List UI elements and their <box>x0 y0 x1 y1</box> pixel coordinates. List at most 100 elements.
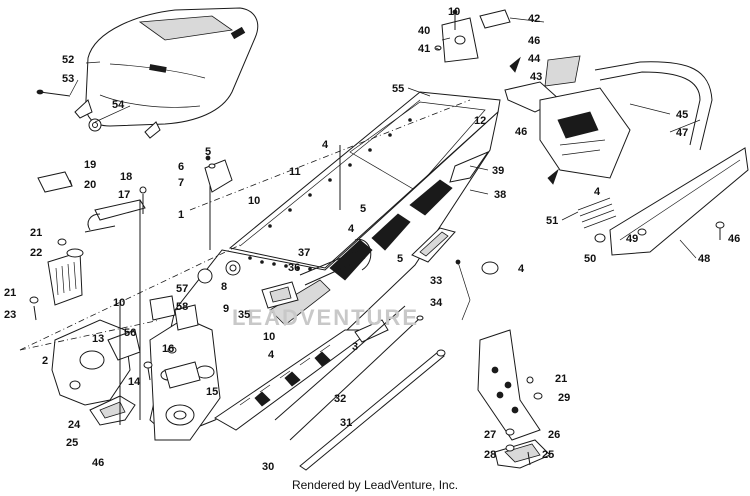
callout-42: 42 <box>528 13 540 25</box>
callout-19: 19 <box>84 159 96 171</box>
grommet-8-9 <box>197 260 241 284</box>
bracket-40 <box>441 17 479 63</box>
callout-46d: 46 <box>92 457 104 469</box>
callout-18: 18 <box>120 171 132 183</box>
callout-11: 11 <box>289 166 301 178</box>
callout-48: 48 <box>698 253 710 265</box>
callout-5c: 5 <box>397 253 403 265</box>
callout-10d: 10 <box>448 6 460 18</box>
callout-45: 45 <box>676 109 688 121</box>
front-left-bracket <box>51 319 131 406</box>
callout-7: 7 <box>178 177 184 189</box>
plate-33 <box>411 227 456 263</box>
callout-26: 26 <box>548 429 560 441</box>
clip-19 <box>37 171 73 193</box>
callout-10c: 10 <box>263 331 275 343</box>
bolt-10-top <box>434 9 458 51</box>
callout-21c: 21 <box>555 373 567 385</box>
callout-33: 33 <box>430 275 442 287</box>
bracket-7 <box>204 155 233 193</box>
seat-assembly <box>74 7 259 139</box>
leader-lines <box>19 99 471 425</box>
callout-10b: 10 <box>113 297 125 309</box>
callout-36: 36 <box>288 262 300 274</box>
callout-4a: 4 <box>322 139 329 151</box>
callout-41: 41 <box>418 43 430 55</box>
hardware-14-16 <box>143 346 177 381</box>
rear-flags <box>509 56 559 185</box>
callout-57: 57 <box>176 283 188 295</box>
rear-bumper-45 <box>539 61 713 179</box>
callout-56: 56 <box>124 327 136 339</box>
callout-55: 55 <box>392 83 404 95</box>
small-hardware-left <box>29 179 147 321</box>
pulley-ring-22 <box>66 248 84 258</box>
bracket-15 <box>164 361 201 389</box>
callout-1: 1 <box>178 209 184 221</box>
callout-28: 28 <box>484 449 496 461</box>
foot-plate-26 <box>494 439 551 469</box>
callout-4c: 4 <box>594 186 601 198</box>
callout-44: 44 <box>528 53 541 65</box>
callout-20: 20 <box>84 179 96 191</box>
plate-42 <box>479 9 511 29</box>
callout-21b: 21 <box>4 287 16 299</box>
callout-21a: 21 <box>30 227 42 239</box>
watermark-text: LEADVENTURE <box>232 305 419 330</box>
callout-25b: 25 <box>542 449 554 461</box>
hardware-27-28-29 <box>505 376 543 466</box>
cover-35 <box>261 281 299 309</box>
rail-31 <box>289 315 424 441</box>
callout-leaders <box>69 17 701 259</box>
callout-39: 39 <box>492 165 504 177</box>
callout-13: 13 <box>92 333 104 345</box>
bracket-17 <box>84 199 146 233</box>
cover-22 <box>47 251 83 306</box>
callout-37: 37 <box>298 247 310 259</box>
callout-43: 43 <box>530 71 542 83</box>
module-58 <box>149 295 199 331</box>
callout-40: 40 <box>418 25 430 37</box>
callout-30: 30 <box>262 461 274 473</box>
callout-32: 32 <box>334 393 346 405</box>
rail-32 <box>274 305 406 421</box>
callout-46a: 46 <box>528 35 540 47</box>
callout-5b: 5 <box>360 203 366 215</box>
callout-29: 29 <box>558 392 570 404</box>
callout-15: 15 <box>206 386 218 398</box>
rail-30 <box>299 349 446 471</box>
callout-52: 52 <box>62 54 74 66</box>
callout-9: 9 <box>223 303 229 315</box>
foot-guard-24 <box>89 395 136 426</box>
callout-16: 16 <box>162 343 174 355</box>
callout-24: 24 <box>68 419 81 431</box>
callout-58: 58 <box>176 301 188 313</box>
callout-25a: 25 <box>66 437 78 449</box>
callout-4d: 4 <box>518 263 525 275</box>
strap-37 <box>299 238 372 286</box>
callout-46b: 46 <box>515 126 527 138</box>
callout-50: 50 <box>584 253 596 265</box>
callout-17: 17 <box>118 189 130 201</box>
callout-12: 12 <box>474 115 486 127</box>
callout-2: 2 <box>42 355 48 367</box>
rear-hardware <box>577 197 725 243</box>
callout-4b: 4 <box>348 223 355 235</box>
seat-hardware <box>36 89 102 132</box>
callout-23: 23 <box>4 309 16 321</box>
callout-27: 27 <box>484 429 496 441</box>
callout-22: 22 <box>30 247 42 259</box>
callout-35: 35 <box>238 309 250 321</box>
callout-54: 54 <box>112 99 125 111</box>
chain-34 <box>455 259 499 321</box>
tunnel-assembly <box>149 91 501 441</box>
callout-47: 47 <box>676 127 688 139</box>
callout-4e: 4 <box>268 349 275 361</box>
callout-labels: 1 2 3 4 4 4 4 4 5 5 5 6 7 8 9 10 10 10 1… <box>4 6 740 473</box>
callout-53: 53 <box>62 73 74 85</box>
callout-46c: 46 <box>728 233 740 245</box>
flap-48 <box>609 147 749 256</box>
callout-10a: 10 <box>248 195 260 207</box>
